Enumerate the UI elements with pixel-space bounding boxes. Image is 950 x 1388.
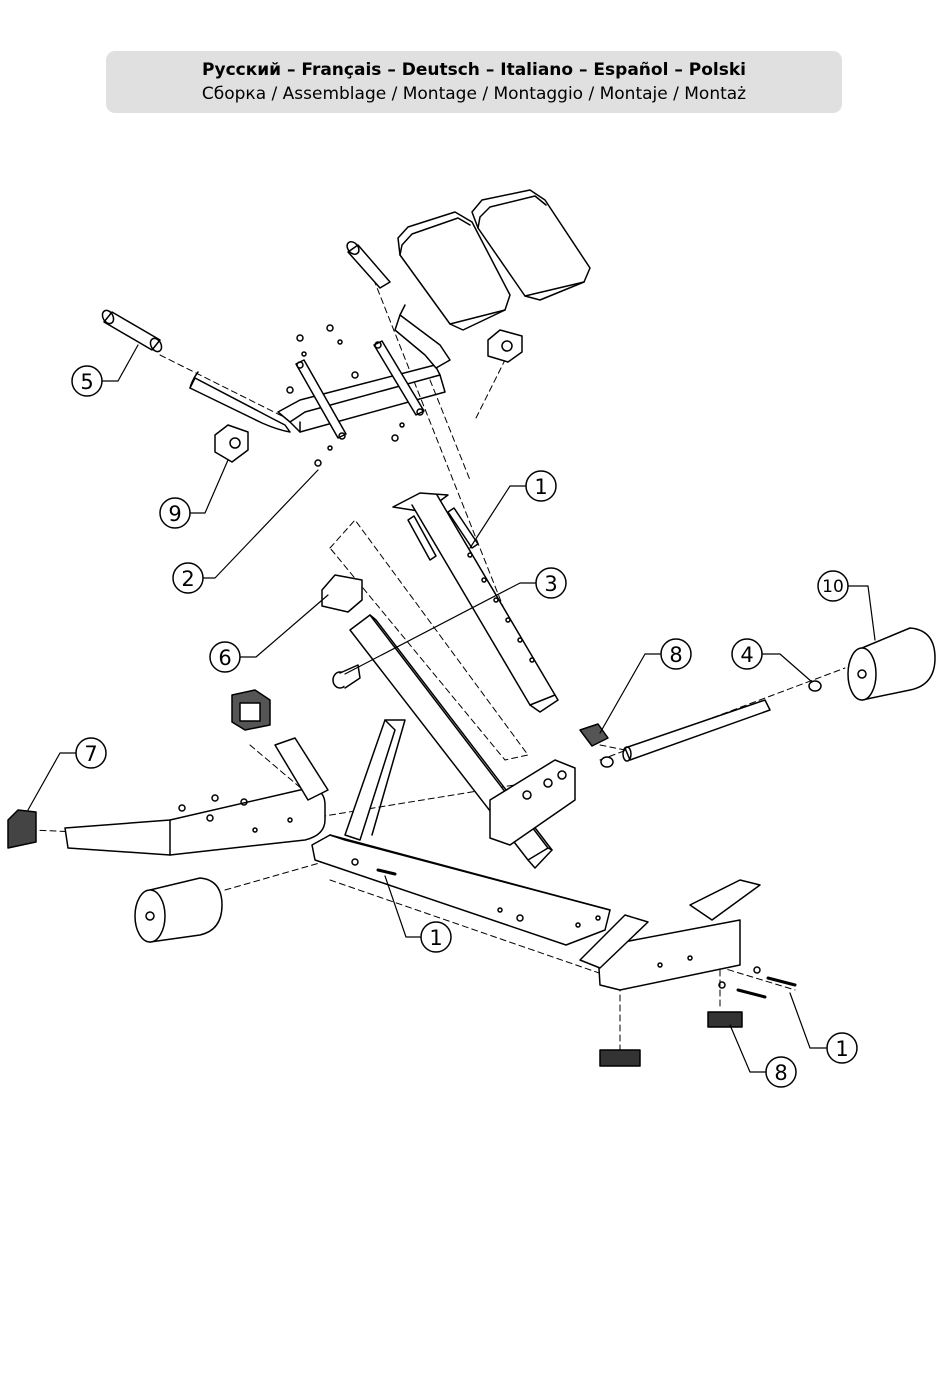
base-rail [312, 835, 610, 945]
callout-7-label: 7 [84, 742, 97, 766]
handle-bar [190, 305, 450, 432]
front-strut [345, 720, 405, 840]
roller-pad-left [135, 878, 222, 942]
callout-1-middle-label: 1 [429, 926, 442, 950]
foot-pad-b [708, 1012, 742, 1027]
callout-8-top: 8 [661, 639, 691, 669]
foot-bracket [580, 880, 760, 990]
square-cap-right [488, 330, 522, 362]
callout-1-top: 1 [526, 471, 556, 501]
handle-grip-left [100, 308, 164, 353]
end-cap-left [8, 810, 36, 848]
callout-7: 7 [76, 738, 106, 768]
roller-pad-right [848, 628, 935, 700]
callout-9: 9 [160, 498, 190, 528]
callout-1-bottom-label: 1 [835, 1037, 848, 1061]
callout-3: 3 [536, 568, 566, 598]
end-cap-top [232, 690, 270, 730]
callout-8-bottom: 8 [766, 1057, 796, 1087]
foot-pad-a [600, 1050, 640, 1066]
callout-2-label: 2 [181, 567, 194, 591]
handle-grip-right [345, 239, 390, 288]
callout-5-label: 5 [80, 370, 93, 394]
callout-5: 5 [72, 366, 102, 396]
callout-6: 6 [210, 642, 240, 672]
roller-axle [601, 681, 821, 767]
callout-2: 2 [173, 563, 203, 593]
callout-1-top-label: 1 [534, 475, 547, 499]
callout-4-label: 4 [740, 643, 753, 667]
callout-6-label: 6 [218, 646, 231, 670]
callout-8-top-label: 8 [669, 643, 682, 667]
callout-4: 4 [732, 639, 762, 669]
callout-1-bottom: 1 [827, 1033, 857, 1063]
callout-1-middle: 1 [421, 922, 451, 952]
callout-8-bottom-label: 8 [774, 1061, 787, 1085]
callout-10: 10 [818, 571, 848, 601]
callout-10-label: 10 [822, 577, 844, 597]
square-cap-left [215, 425, 248, 462]
tube-insert [322, 575, 362, 612]
callout-9-label: 9 [168, 502, 181, 526]
callout-3-label: 3 [544, 572, 557, 596]
